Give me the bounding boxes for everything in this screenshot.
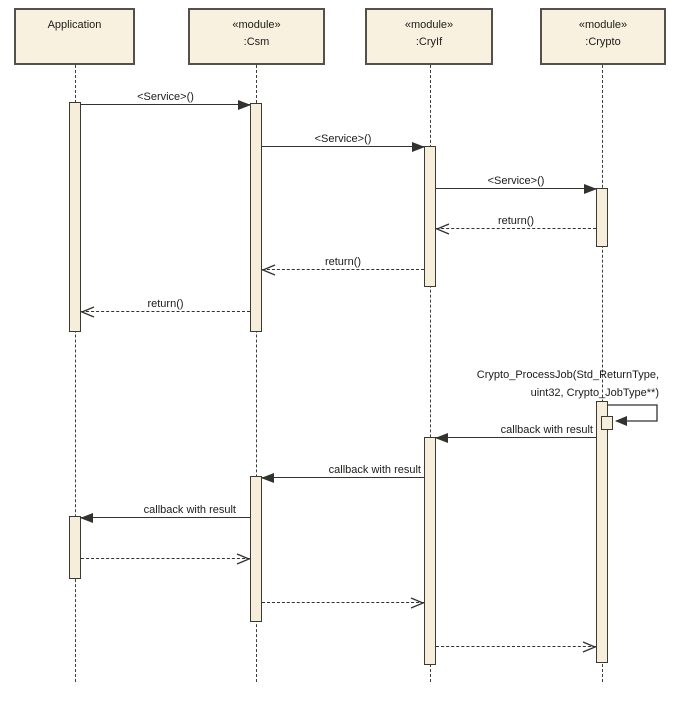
message-line bbox=[436, 437, 596, 438]
lifeline-cryif bbox=[430, 65, 431, 682]
message-callback-cryif-to-csm[interactable]: callback with result bbox=[261, 463, 424, 483]
message-label-line1: Crypto_ProcessJob(Std_ReturnType, bbox=[476, 369, 659, 381]
activation-cryif-2[interactable] bbox=[424, 437, 436, 665]
activation-csm-2[interactable] bbox=[250, 476, 262, 622]
message-line bbox=[262, 269, 424, 270]
message-line bbox=[81, 104, 250, 105]
filled-arrowhead-left-icon bbox=[435, 433, 448, 443]
message-return-csm-to-cryif[interactable] bbox=[262, 588, 425, 609]
participant-crypto[interactable]: «module» :Crypto bbox=[540, 8, 666, 65]
participant-name: Application bbox=[47, 19, 102, 31]
open-arrowhead-left-icon bbox=[435, 223, 450, 235]
message-service-app-to-csm[interactable]: <Service>() bbox=[81, 90, 251, 110]
activation-csm-1[interactable] bbox=[250, 103, 262, 332]
message-line bbox=[436, 188, 596, 189]
activation-crypto-nested[interactable] bbox=[601, 416, 613, 430]
message-return-cryif-to-csm[interactable]: return() bbox=[261, 255, 424, 276]
activation-application-2[interactable] bbox=[69, 516, 81, 579]
message-callback-csm-to-application[interactable]: callback with result bbox=[80, 503, 250, 523]
message-label-line2: uint32, Crypto_JobType**) bbox=[530, 387, 659, 399]
participant-application[interactable]: Application bbox=[14, 8, 135, 65]
message-line bbox=[262, 146, 424, 147]
message-label: callback with result bbox=[500, 424, 593, 436]
message-label: callback with result bbox=[328, 464, 421, 476]
message-return-crypto-to-cryif[interactable]: return() bbox=[435, 214, 596, 235]
message-return-cryif-to-crypto[interactable] bbox=[436, 632, 597, 653]
filled-arrowhead-left-icon bbox=[261, 473, 274, 483]
participant-csm[interactable]: «module» :Csm bbox=[188, 8, 325, 65]
message-callback-crypto-to-cryif[interactable]: callback with result bbox=[435, 423, 596, 443]
message-label: <Service>() bbox=[487, 175, 545, 187]
message-line bbox=[262, 477, 424, 478]
activation-cryif-1[interactable] bbox=[424, 146, 436, 287]
open-arrowhead-left-icon bbox=[80, 306, 95, 318]
activation-crypto-1[interactable] bbox=[596, 188, 608, 247]
message-label: return() bbox=[147, 298, 184, 310]
filled-arrowhead-left-icon bbox=[80, 513, 93, 523]
self-message-loop[interactable] bbox=[604, 398, 664, 428]
message-crypto-processjob[interactable]: Crypto_ProcessJob(Std_ReturnType, uint32… bbox=[477, 366, 659, 402]
message-line bbox=[81, 517, 250, 518]
message-line bbox=[436, 646, 596, 647]
activation-application-1[interactable] bbox=[69, 102, 81, 332]
lifeline-crypto bbox=[602, 65, 603, 682]
participant-name: :Crypto bbox=[585, 36, 621, 48]
filled-arrowhead-right-icon bbox=[412, 142, 425, 152]
participant-stereotype: «module» bbox=[578, 19, 628, 31]
message-service-cryif-to-crypto[interactable]: <Service>() bbox=[436, 174, 597, 194]
message-return-application-to-csm[interactable] bbox=[81, 544, 251, 565]
message-label: return() bbox=[324, 256, 362, 268]
activation-crypto-2[interactable] bbox=[596, 401, 608, 663]
message-line bbox=[81, 558, 250, 559]
participant-name: :CryIf bbox=[415, 36, 443, 48]
message-label: return() bbox=[497, 215, 535, 227]
open-arrowhead-right-icon bbox=[582, 641, 597, 653]
participant-cryif[interactable]: «module» :CryIf bbox=[365, 8, 493, 65]
message-label: <Service>() bbox=[314, 133, 372, 145]
message-label: callback with result bbox=[143, 504, 236, 516]
message-line bbox=[262, 602, 424, 603]
open-arrowhead-right-icon bbox=[236, 553, 251, 565]
open-arrowhead-right-icon bbox=[410, 597, 425, 609]
filled-arrowhead-left-icon bbox=[615, 416, 627, 426]
open-arrowhead-left-icon bbox=[261, 264, 276, 276]
participant-stereotype: «module» bbox=[404, 19, 454, 31]
message-line bbox=[436, 228, 596, 229]
message-service-csm-to-cryif[interactable]: <Service>() bbox=[262, 132, 425, 152]
participant-name: :Csm bbox=[243, 36, 270, 48]
message-line bbox=[81, 311, 250, 312]
participant-stereotype: «module» bbox=[232, 19, 281, 31]
lifeline-application bbox=[75, 65, 76, 682]
message-label: <Service>() bbox=[137, 91, 194, 103]
message-return-csm-to-application[interactable]: return() bbox=[80, 297, 250, 318]
filled-arrowhead-right-icon bbox=[238, 100, 251, 110]
lifeline-csm bbox=[256, 65, 257, 682]
filled-arrowhead-right-icon bbox=[584, 184, 597, 194]
